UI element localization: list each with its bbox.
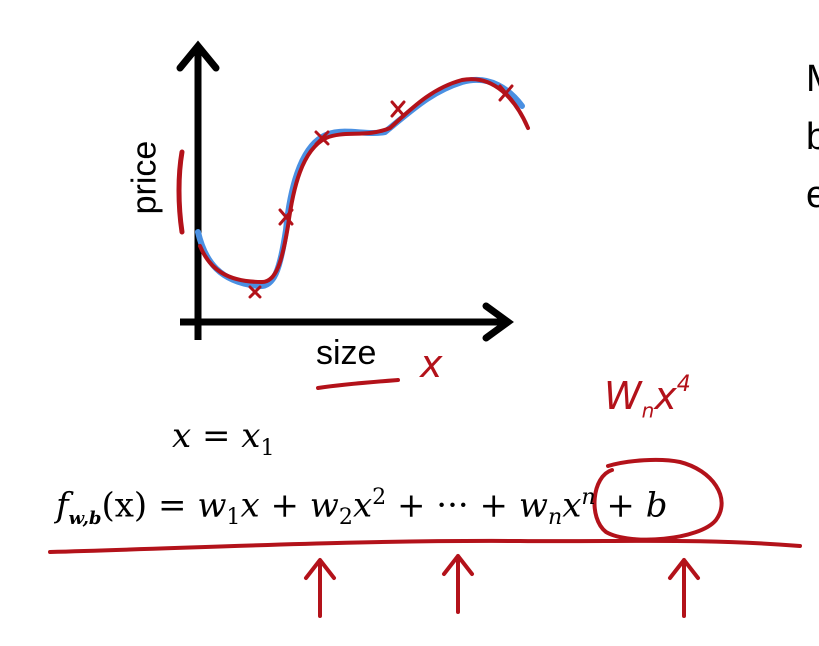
term-note: Wnx4 bbox=[604, 372, 691, 423]
eq-equals: = bbox=[147, 485, 198, 526]
eq-t1-x: x bbox=[240, 485, 260, 526]
fit-curve-blue bbox=[195, 76, 525, 290]
x-axis-label: size bbox=[316, 334, 377, 372]
term-circle bbox=[592, 457, 724, 542]
cropped-text-line: M bbox=[806, 50, 819, 108]
eq-b: b bbox=[645, 485, 668, 526]
eq-f: f bbox=[56, 485, 69, 526]
term-note-x: x bbox=[654, 374, 677, 418]
data-point bbox=[390, 100, 406, 118]
term-arrows bbox=[304, 554, 700, 618]
eq-t2-x: x bbox=[352, 485, 373, 526]
eq-t1-sub: 1 bbox=[226, 504, 241, 531]
x-axis-arrowhead bbox=[482, 302, 514, 342]
data-point bbox=[498, 84, 514, 102]
eq1-eq: = bbox=[191, 416, 242, 456]
model-equation: fw,b(x) = w1x + w2x2 + ··· + wnxn + b bbox=[56, 484, 667, 530]
eq-tn-sub: n bbox=[547, 504, 563, 531]
y-axis-arrowhead bbox=[176, 40, 220, 72]
fit-curve-red bbox=[198, 77, 530, 285]
term-note-w: W bbox=[604, 374, 642, 418]
eq-args: (x) bbox=[101, 485, 148, 526]
eq-t2-sub: 2 bbox=[338, 504, 353, 531]
eq1-rhs: x bbox=[241, 416, 261, 456]
eq-f-sub: w,b bbox=[68, 508, 102, 530]
arrow-up bbox=[442, 554, 474, 614]
data-point bbox=[314, 130, 330, 146]
eq1-rhs-sub: 1 bbox=[260, 434, 275, 461]
data-point bbox=[278, 208, 294, 226]
eq-tn-x: x bbox=[562, 485, 582, 526]
arrow-up bbox=[668, 558, 700, 618]
size-underline bbox=[316, 378, 400, 390]
price-underline-mark bbox=[176, 149, 185, 235]
cropped-text-line: e bbox=[806, 174, 819, 216]
data-points bbox=[248, 84, 514, 299]
cropped-text-column: M b e bbox=[806, 50, 819, 224]
eq-t2-w: w bbox=[309, 485, 339, 526]
arrow-up bbox=[304, 558, 336, 618]
cropped-text-line: b bbox=[806, 116, 819, 158]
term-note-sup: 4 bbox=[676, 372, 691, 397]
eq-t2-sup: 2 bbox=[372, 484, 387, 510]
eq-plus3: + bbox=[595, 485, 646, 526]
x-annotation: x bbox=[420, 342, 443, 386]
eq-t1-w: w bbox=[197, 485, 227, 526]
y-axis-label: price bbox=[125, 140, 164, 215]
eq-tn-w: w bbox=[518, 485, 548, 526]
equation-x-equals-x1: x = x1 bbox=[172, 416, 275, 461]
term-note-sub: n bbox=[641, 398, 655, 423]
eq-plus2: + ··· + bbox=[386, 485, 519, 526]
data-point bbox=[248, 285, 262, 299]
eq1-lhs: x bbox=[172, 416, 192, 456]
equation-underline bbox=[48, 538, 802, 554]
eq-plus1: + bbox=[259, 485, 310, 526]
eq-tn-sup: n bbox=[581, 484, 596, 510]
